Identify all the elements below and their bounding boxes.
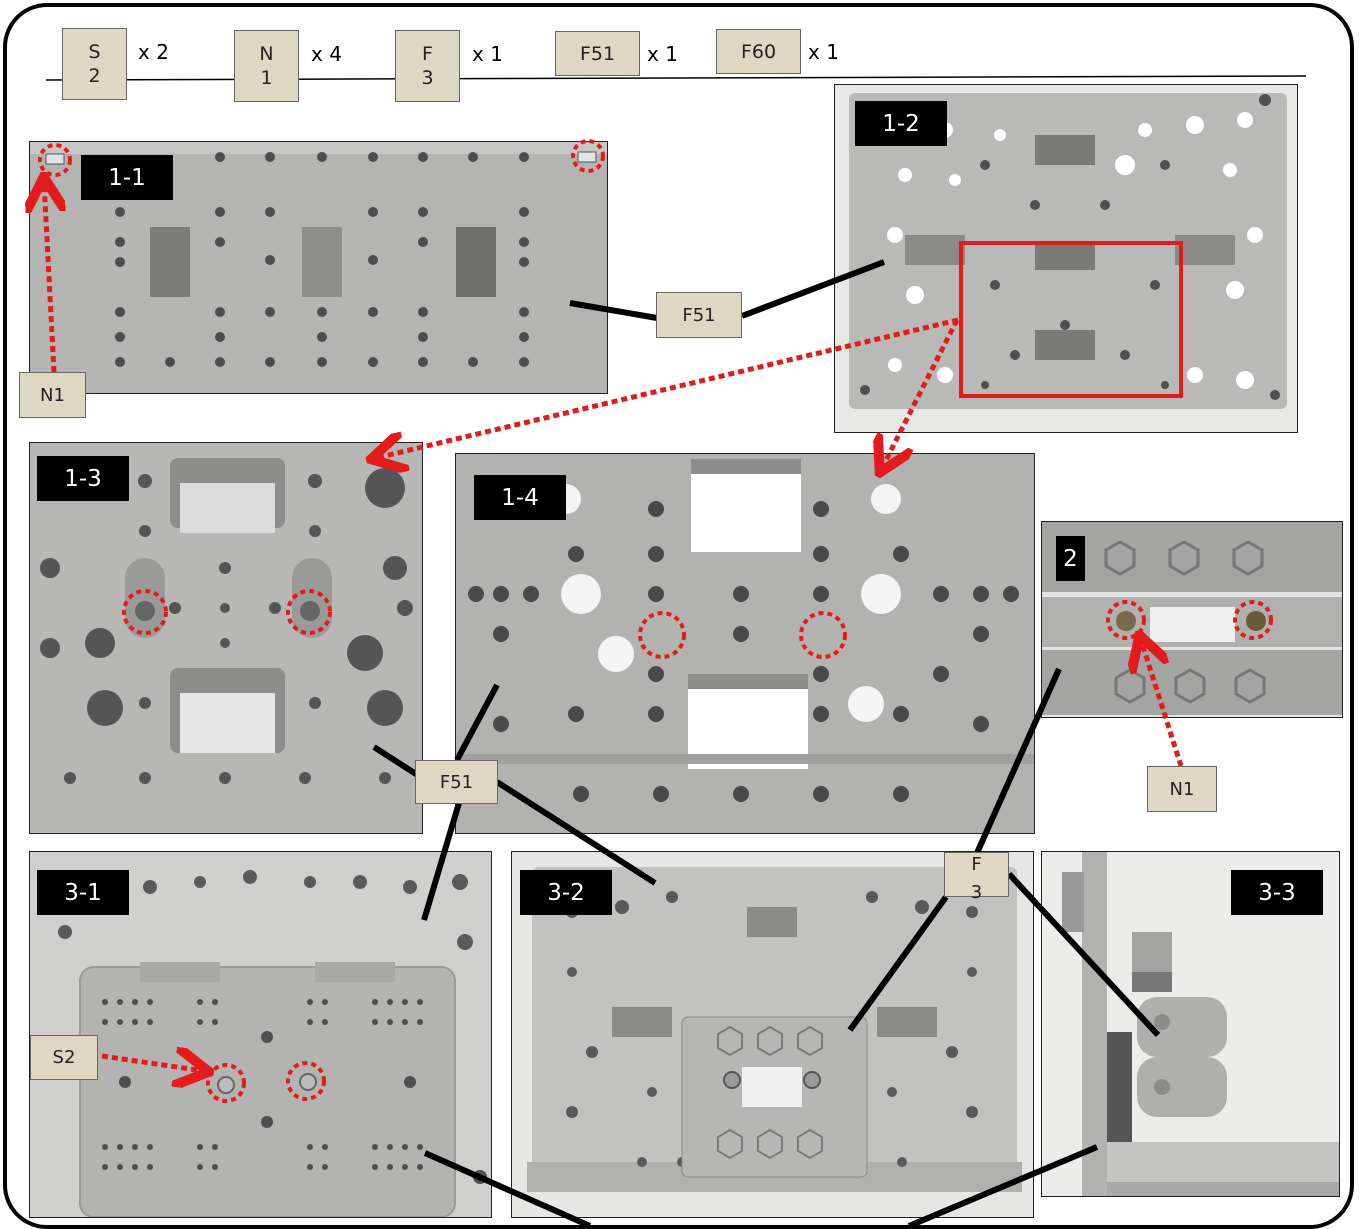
callout-f51-mid: F51	[415, 760, 498, 804]
part-f3-qty: x 1	[472, 42, 503, 66]
step-label-1-2: 1-2	[855, 101, 947, 146]
part-f51: F51	[555, 31, 640, 76]
photo-step-2	[1041, 521, 1343, 718]
callout-f3-line1: F	[971, 853, 982, 875]
callout-n1-left: N1	[19, 372, 86, 418]
callout-n1-right: N1	[1147, 766, 1217, 812]
callout-f51-top: F51	[656, 292, 742, 338]
step-label-1-1: 1-1	[81, 155, 173, 200]
callout-f3-line2: 3	[970, 881, 983, 903]
step-label-3-1: 3-1	[37, 870, 129, 915]
fastener-image	[1042, 522, 1342, 717]
step-label-3-3: 3-3	[1231, 870, 1323, 915]
step-label-2: 2	[1056, 536, 1085, 581]
plate-image	[30, 443, 422, 833]
step-label-1-3: 1-3	[37, 456, 129, 501]
callout-s2: S2	[30, 1035, 98, 1080]
step-label-3-2: 3-2	[520, 870, 612, 915]
photo-step-1-3	[29, 442, 423, 834]
part-n1-qty: x 4	[311, 42, 342, 66]
part-s2-qty: x 2	[138, 40, 169, 64]
part-f60-qty: x 1	[808, 40, 839, 64]
part-f60: F60	[716, 29, 801, 74]
part-f51-qty: x 1	[647, 42, 678, 66]
callout-f3: F 3	[944, 852, 1009, 902]
step-label-1-4: 1-4	[474, 475, 566, 520]
